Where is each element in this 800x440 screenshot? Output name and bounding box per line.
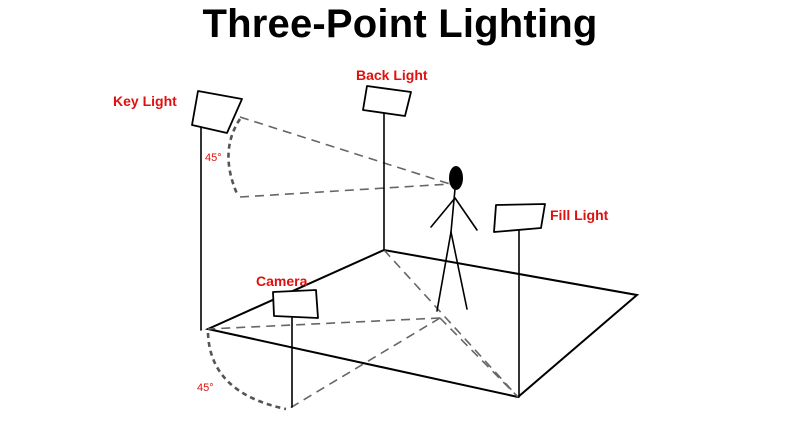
key-light-beam-lower (239, 183, 451, 198)
subject-to-fill-line (439, 317, 519, 398)
diagram-title: Three-Point Lighting (202, 2, 598, 46)
camera-angle-arc (206, 332, 287, 411)
key-light-panel (191, 90, 243, 134)
key-light-angle-arc (227, 118, 242, 197)
subject-head (449, 166, 463, 190)
fill-light-panel (493, 203, 546, 233)
key-light-beam-upper (239, 116, 451, 185)
camera-panel (272, 289, 319, 319)
key-light-label: Key Light (113, 93, 177, 109)
camera-label: Camera (256, 273, 308, 289)
camera-angle-label: 45° (197, 382, 214, 394)
back-light-panel (362, 85, 412, 117)
key-light-angle-label: 45° (205, 152, 222, 164)
subject-figure (430, 166, 478, 312)
back-light-label: Back Light (356, 67, 428, 83)
fill-light-label: Fill Light (550, 207, 609, 223)
subject-to-camera-line (207, 317, 441, 330)
back-light-floor-line (383, 249, 519, 398)
floor-plane (204, 248, 640, 399)
